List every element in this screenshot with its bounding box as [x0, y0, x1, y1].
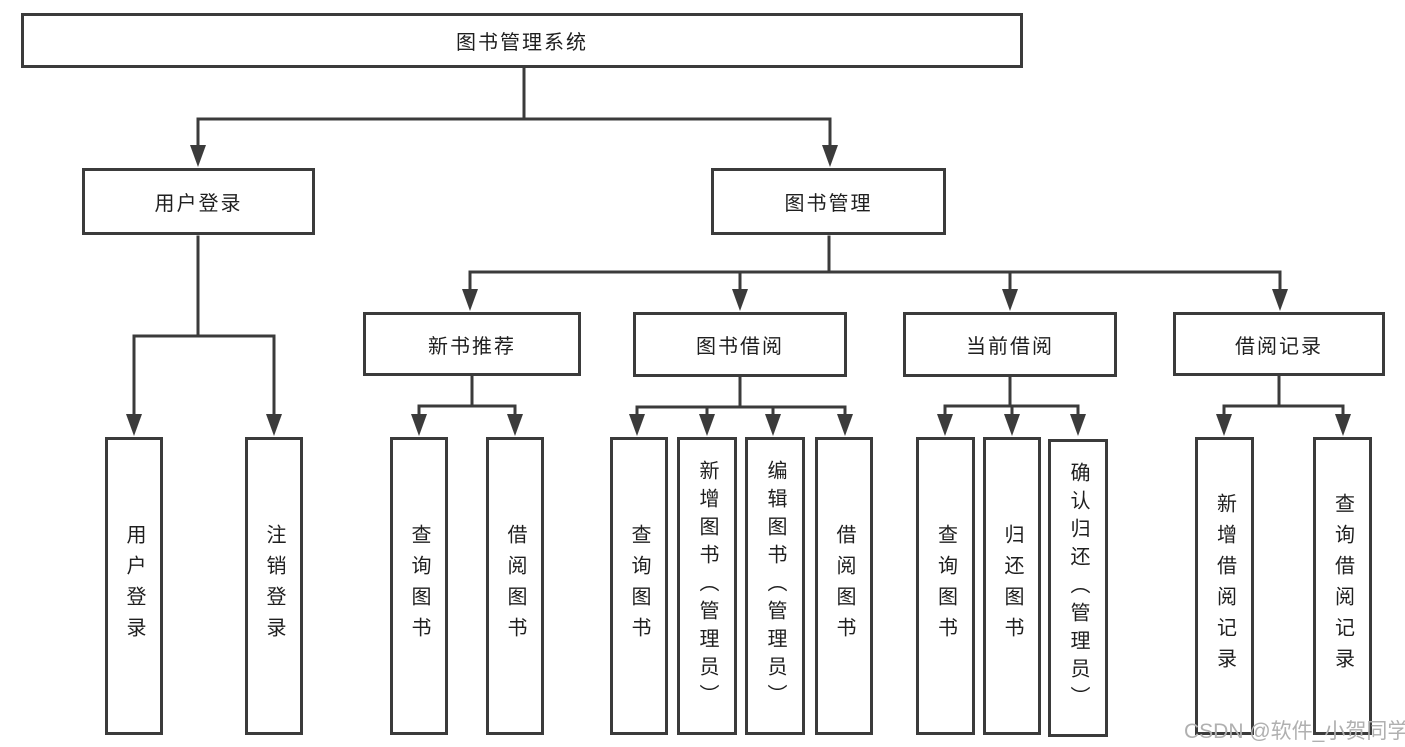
arrow-down-icon — [699, 414, 715, 436]
node-label: 新增借阅记录 — [1213, 493, 1236, 679]
leaf-borrow-books-recommend: 借阅图书 — [486, 437, 544, 735]
arrow-down-icon — [1070, 414, 1086, 436]
node-label: 借阅图书 — [504, 524, 526, 648]
connector-root-to-level2 — [196, 66, 832, 148]
node-label: 新增图书（管理员） — [696, 460, 718, 712]
arrow-down-icon — [1004, 414, 1020, 436]
arrow-down-icon — [765, 414, 781, 436]
connector-new-book-children — [417, 375, 517, 418]
node-label: 借阅记录 — [1235, 335, 1323, 358]
arrow-down-icon — [1335, 414, 1351, 436]
node-current-borrowing: 当前借阅 — [903, 312, 1117, 377]
connector-borrow-record-children — [1222, 375, 1345, 418]
node-new-book-recommendation: 新书推荐 — [363, 312, 581, 376]
leaf-confirm-return-admin: 确认归还（管理员） — [1048, 439, 1108, 737]
arrow-down-icon — [629, 414, 645, 436]
node-library-management-system: 图书管理系统 — [21, 13, 1023, 68]
node-label: 查询图书 — [628, 524, 650, 648]
arrow-down-icon — [462, 289, 478, 311]
node-label: 当前借阅 — [966, 336, 1054, 358]
leaf-query-books-current: 查询图书 — [916, 437, 975, 735]
node-label: 借阅图书 — [833, 524, 855, 648]
connector-user-login-children — [132, 235, 276, 418]
leaf-query-borrow-record: 查询借阅记录 — [1313, 437, 1372, 735]
node-book-management: 图书管理 — [711, 168, 946, 235]
node-label: 注销登录 — [263, 524, 285, 648]
arrow-down-icon — [190, 145, 206, 167]
leaf-edit-books-admin: 编辑图书（管理员） — [745, 437, 805, 735]
arrow-down-icon — [1002, 289, 1018, 311]
leaf-borrow-books: 借阅图书 — [815, 437, 873, 735]
arrow-down-icon — [937, 414, 953, 436]
node-label: 用户登录 — [154, 193, 243, 215]
arrow-down-icon — [732, 289, 748, 311]
node-label: 查询图书 — [408, 524, 430, 648]
node-label: 确认归还（管理员） — [1067, 462, 1089, 714]
arrow-down-icon — [1272, 289, 1288, 311]
leaf-logout: 注销登录 — [245, 437, 303, 735]
arrow-down-icon — [266, 414, 282, 436]
node-label: 用户登录 — [123, 524, 145, 648]
arrow-down-icon — [411, 414, 427, 436]
leaf-add-borrow-record: 新增借阅记录 — [1195, 437, 1254, 735]
node-label: 图书借阅 — [696, 336, 784, 358]
node-label: 图书管理 — [784, 193, 873, 215]
node-label: 查询图书 — [934, 524, 957, 648]
node-user-login: 用户登录 — [82, 168, 315, 235]
arrow-down-icon — [822, 145, 838, 167]
node-label: 归还图书 — [1001, 524, 1023, 648]
leaf-add-books-admin: 新增图书（管理员） — [677, 437, 737, 735]
arrow-down-icon — [837, 414, 853, 436]
arrow-down-icon — [507, 414, 523, 436]
arrow-down-icon — [1216, 414, 1232, 436]
leaf-query-books-recommend: 查询图书 — [390, 437, 448, 735]
node-label: 图书管理系统 — [456, 32, 588, 54]
watermark: CSDN @软件_小贺同学 — [1184, 720, 1405, 743]
leaf-user-login: 用户登录 — [105, 437, 163, 735]
node-borrowing-records: 借阅记录 — [1173, 312, 1385, 376]
leaf-query-books-borrow: 查询图书 — [610, 437, 668, 735]
node-label: 编辑图书（管理员） — [764, 460, 786, 712]
connector-current-borrow-children — [943, 375, 1080, 418]
connector-book-management-children — [468, 235, 1282, 292]
arrow-down-icon — [126, 414, 142, 436]
node-label: 查询借阅记录 — [1331, 493, 1354, 679]
leaf-return-books: 归还图书 — [983, 437, 1041, 735]
node-book-borrowing: 图书借阅 — [633, 312, 847, 377]
node-label: 新书推荐 — [428, 335, 516, 358]
connector-book-borrow-children — [635, 375, 847, 418]
